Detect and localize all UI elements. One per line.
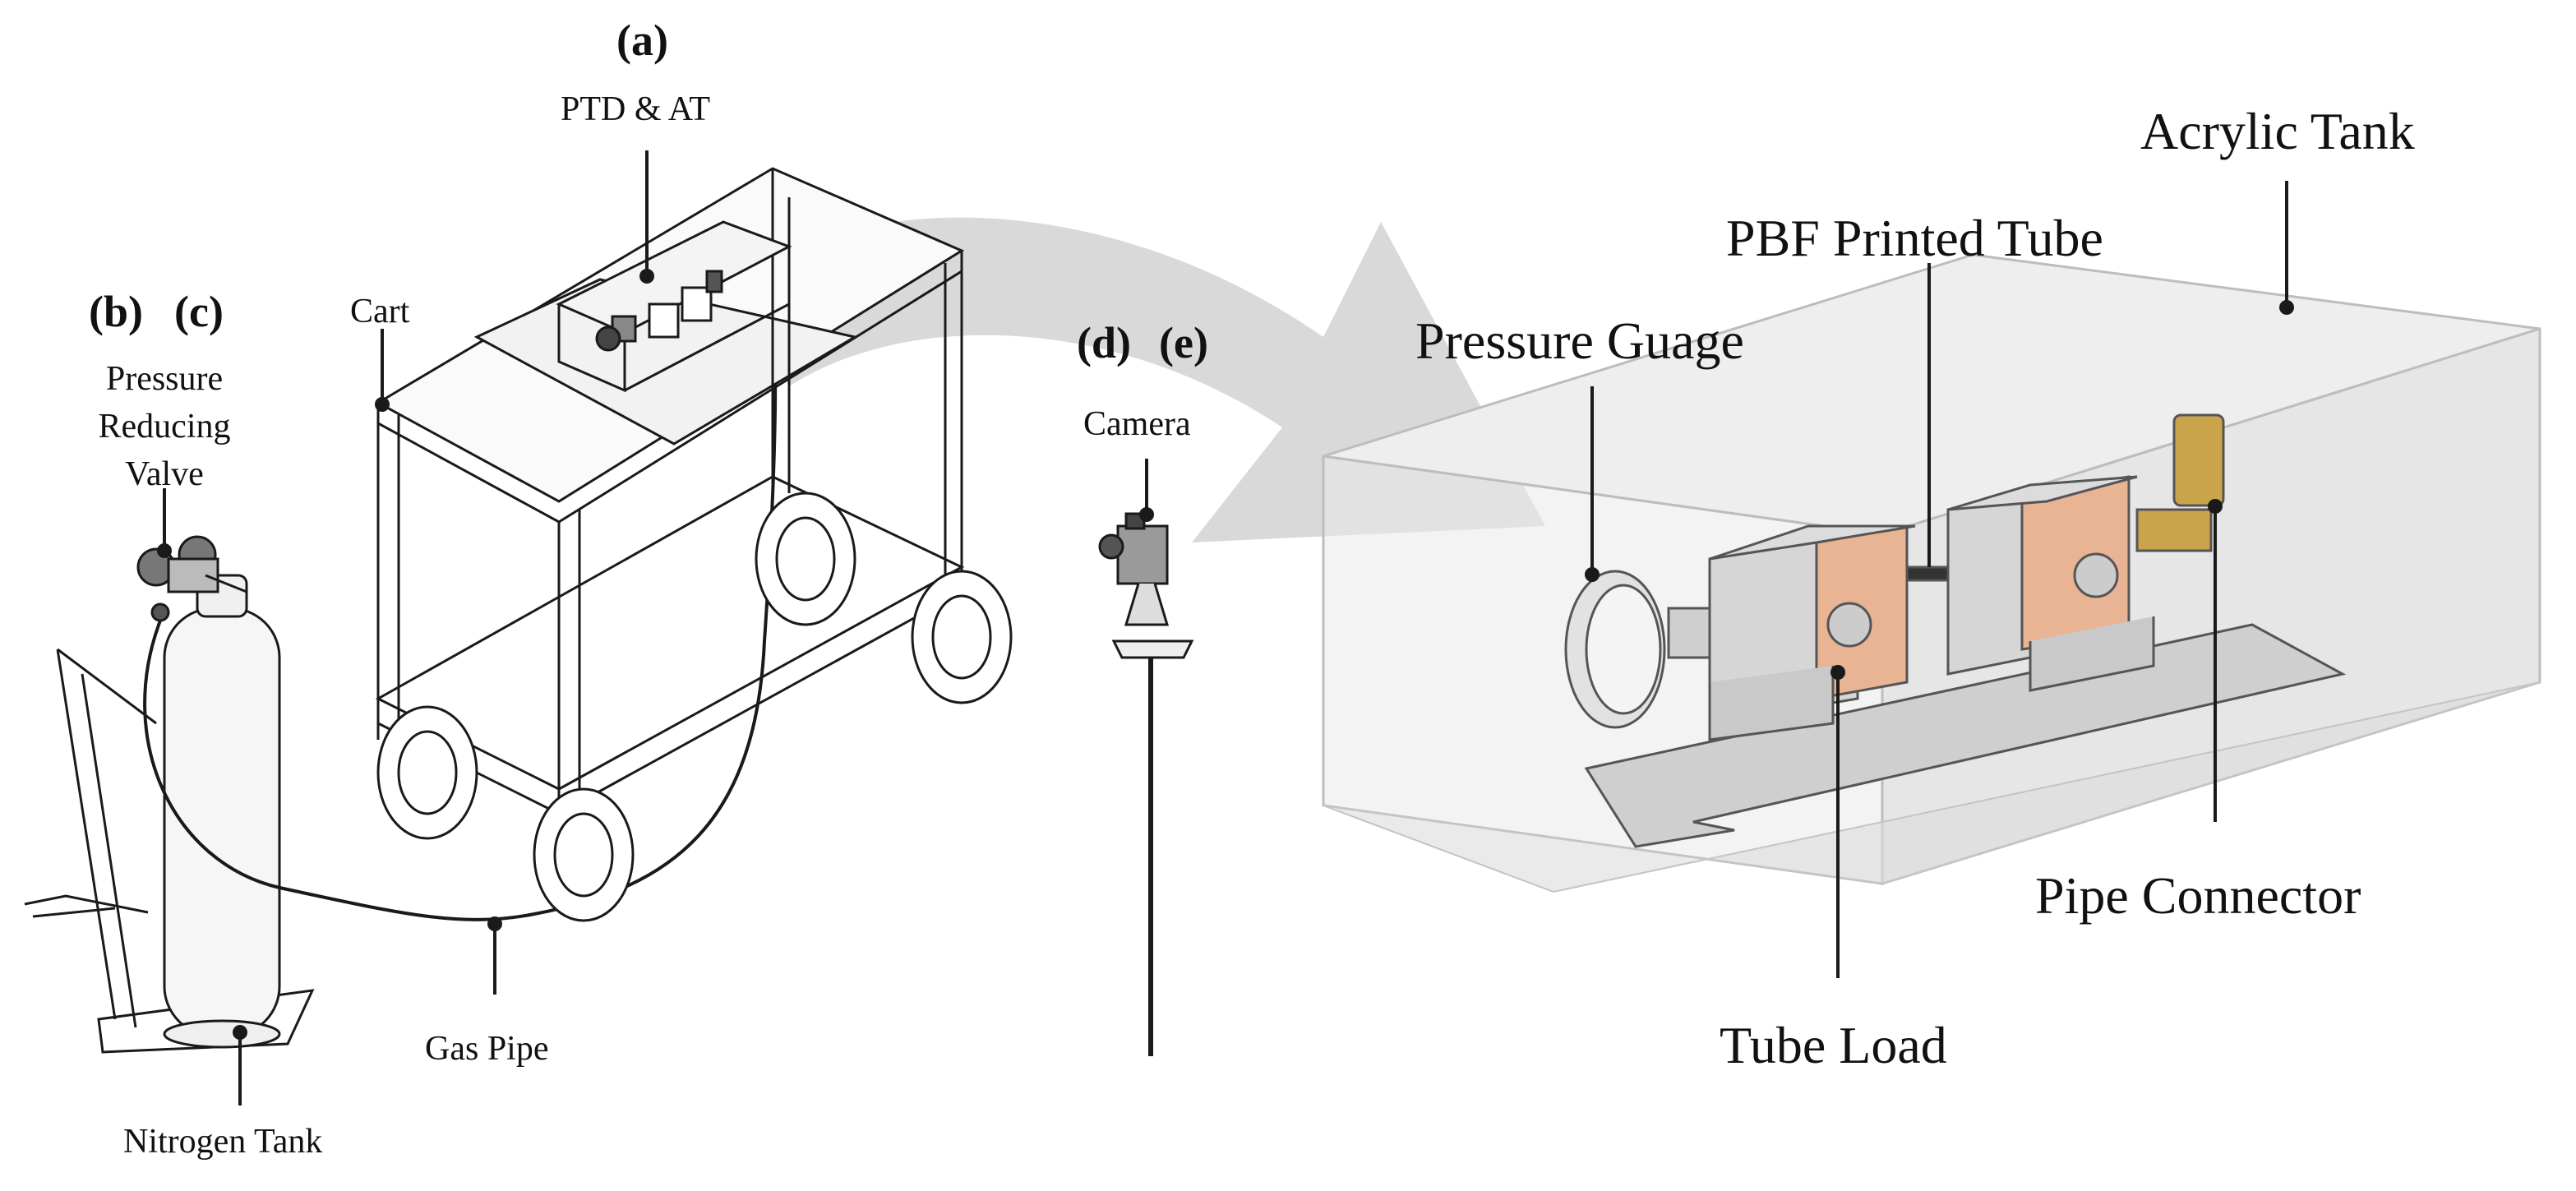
pressure-reducing-valve-line-2: Reducing [98, 408, 231, 445]
pbf-printed-tube-label: PBF Printed Tube [1726, 209, 2103, 267]
cart-wheels [376, 492, 1013, 922]
panel-label-c: (c) [174, 287, 224, 336]
base-plate [1584, 623, 2347, 848]
panel-label-a: (a) [616, 16, 668, 65]
panel-label-b: (b) [89, 287, 143, 336]
panel-label-d: (d) [1077, 318, 1131, 367]
gas-pipe-label: Gas Pipe [425, 1030, 549, 1068]
pressure-reducing-valve-line-3: Valve [125, 455, 204, 493]
nitrogen-tank-assembly [24, 210, 778, 1054]
ptd-at-box [556, 220, 792, 393]
acrylic-tank-label: Acrylic Tank [2140, 102, 2415, 160]
test-rig [1564, 413, 2347, 848]
leader-lines [157, 150, 2294, 1106]
cart [375, 167, 1013, 922]
pressure-reducing-valve-device [136, 535, 247, 622]
ptd-at-label: PTD & AT [561, 90, 711, 128]
pressure-reducing-valve-line-1: Pressure [105, 360, 224, 398]
camera-label: Camera [1083, 405, 1191, 443]
pipe-connector-device [2172, 413, 2225, 507]
tube-load-label: Tube Load [1720, 1016, 1947, 1074]
panel-label-e: (e) [1159, 318, 1208, 367]
nitrogen-tank-label: Nitrogen Tank [123, 1123, 323, 1161]
pbf-tube [1905, 565, 1954, 582]
camera-assembly [1098, 512, 1194, 1056]
camera-device [1116, 524, 1169, 585]
pressure-guage-label: Pressure Guage [1415, 312, 1744, 370]
cart-label: Cart [350, 293, 410, 330]
pipe-connector-label: Pipe Connector [2035, 866, 2361, 925]
tank-trolley [24, 648, 315, 1054]
tank-floor [1323, 681, 2541, 893]
pressure-reducing-valve-label: Pressure Reducing Valve [74, 355, 255, 498]
